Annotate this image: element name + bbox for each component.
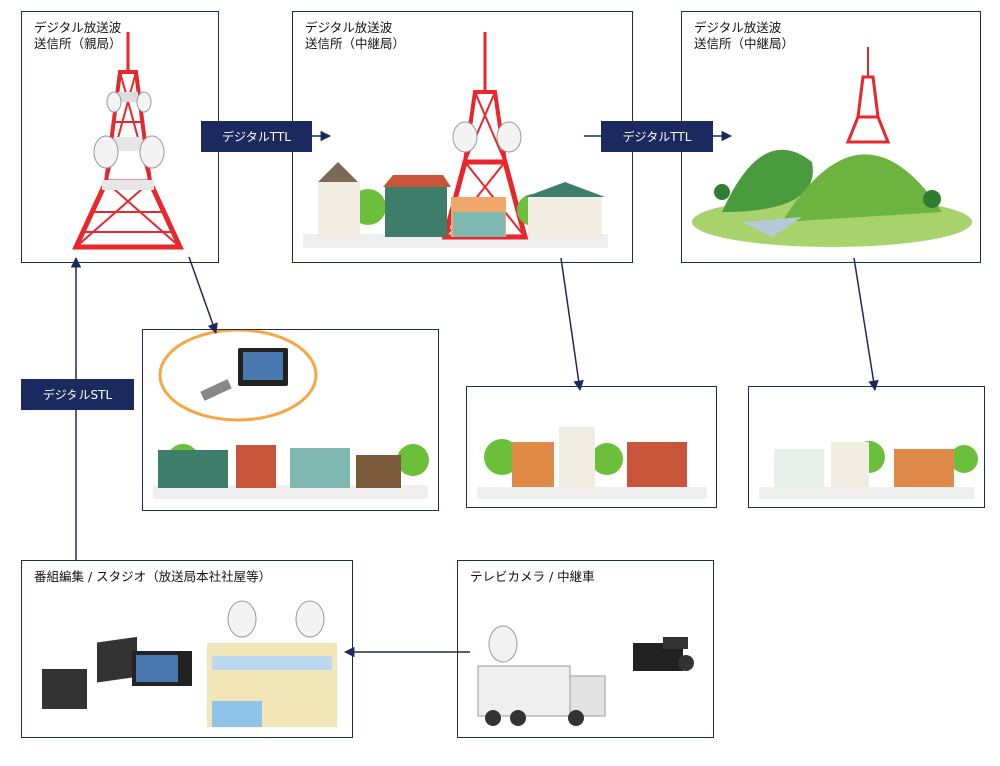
relay-station-2-box: デジタル放送波 送信所（中継局） bbox=[681, 11, 981, 263]
ttl-link-1: デジタルTTL bbox=[201, 121, 312, 152]
main-station-box: デジタル放送波 送信所（親局） bbox=[21, 11, 219, 263]
studio-box: 番組編集 / スタジオ（放送局本社社屋等） bbox=[21, 560, 353, 738]
camera-van-box: テレビカメラ / 中継車 bbox=[457, 560, 714, 738]
home-tv-scene-icon bbox=[143, 330, 439, 511]
town-box-1 bbox=[466, 386, 717, 508]
relay-station-1-box: デジタル放送波 送信所（中継局） bbox=[292, 11, 633, 263]
studio-building-icon bbox=[22, 561, 353, 738]
stl-link: デジタルSTL bbox=[21, 379, 134, 410]
home-reception-box bbox=[142, 329, 439, 511]
town-box-2 bbox=[748, 386, 985, 508]
arrow-main-to-home bbox=[189, 257, 216, 333]
ttl-link-2: デジタルTTL bbox=[601, 121, 713, 152]
broadcast-tower-icon bbox=[22, 12, 219, 263]
arrow-relay1-to-town bbox=[561, 258, 580, 390]
town-icon bbox=[467, 387, 717, 508]
arrow-relay2-to-town bbox=[854, 258, 875, 390]
town-icon bbox=[749, 387, 985, 508]
town-with-tower-icon bbox=[293, 12, 633, 263]
ob-van-camera-icon bbox=[458, 561, 714, 738]
mountain-tower-icon bbox=[682, 12, 981, 263]
